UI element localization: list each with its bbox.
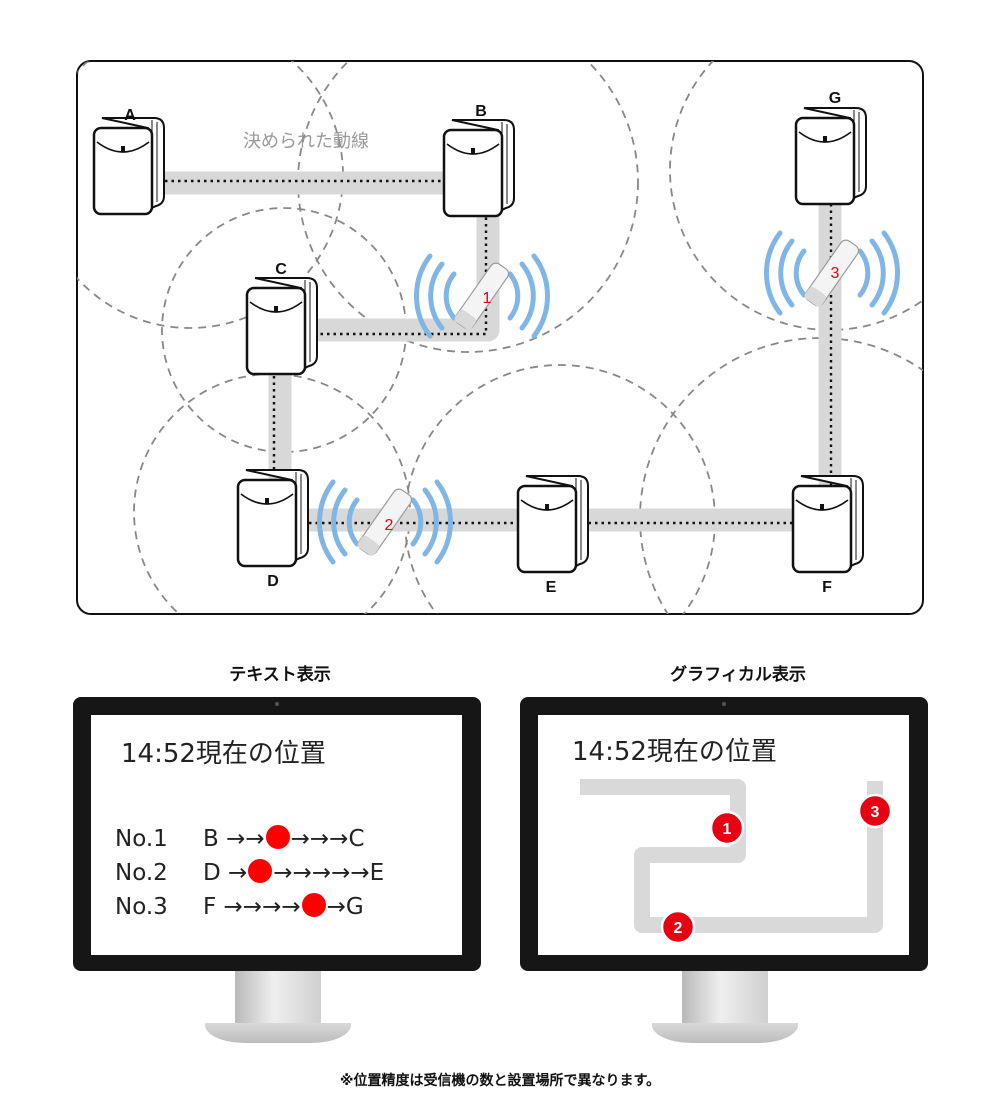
monitor-base — [205, 1023, 351, 1043]
route-after: →→→→→E — [273, 860, 385, 886]
marker-1-label: 1 — [723, 821, 732, 838]
receiver-d — [236, 468, 310, 568]
tag-row-1: No.1 B →→ →→→C — [115, 823, 365, 855]
graphical-display-title: グラフィカル表示 — [670, 665, 806, 685]
route-before: B →→ — [203, 826, 265, 852]
receiver-f — [791, 474, 865, 574]
tag-2 — [317, 479, 453, 565]
receiver-label-g: G — [829, 90, 841, 107]
receiver-label-b: B — [475, 103, 487, 120]
receiver-label-a: A — [124, 107, 136, 124]
tag-id: No.2 — [115, 860, 168, 886]
position-dot — [248, 859, 273, 883]
marker-3-label: 3 — [871, 804, 880, 821]
monitor-screen: 14:52現在の位置 1 2 3 — [538, 715, 909, 955]
monitor-bezel: 14:52現在の位置 No.1 B →→ →→→C No.2 D → →→→→→E No… — [73, 697, 481, 971]
marker-1: 1 — [709, 810, 745, 846]
monitor-bezel: 14:52現在の位置 1 2 3 — [520, 697, 928, 971]
marker-2: 2 — [660, 909, 696, 945]
route-after: →G — [326, 894, 364, 920]
monitor-base — [652, 1023, 798, 1043]
receiver-label-c: C — [275, 261, 287, 278]
tag-id: No.3 — [115, 894, 168, 920]
receiver-b — [442, 118, 516, 218]
route-map-path — [580, 779, 883, 933]
receiver-c — [245, 276, 319, 376]
position-dot — [265, 825, 290, 849]
route-after: →→→C — [290, 826, 365, 852]
position-dot — [301, 893, 326, 917]
tag-3 — [764, 230, 900, 316]
tag-number-2: 2 — [385, 517, 394, 534]
text-display-title: テキスト表示 — [229, 665, 331, 685]
receiver-a — [92, 116, 166, 216]
receiver-e — [516, 474, 590, 574]
tag-number-1: 1 — [483, 290, 492, 307]
receiver-label-d: D — [267, 573, 279, 590]
monitor-stand — [682, 971, 768, 1025]
tag-1 — [414, 253, 550, 339]
receiver-label-e: E — [546, 579, 557, 596]
receiver-label-f: F — [822, 579, 832, 596]
marker-2-label: 2 — [674, 920, 683, 937]
tag-row-2: No.2 D → →→→→→E — [115, 857, 384, 889]
current-time-label: 14:52現在の位置 — [121, 739, 326, 769]
route-before: F →→→→ — [203, 894, 301, 920]
route-map: 1 2 3 — [580, 779, 893, 945]
accuracy-footnote: ※位置精度は受信機の数と設置場所で異なります。 — [339, 1073, 661, 1089]
tag-number-3: 3 — [831, 265, 840, 282]
receiver-g — [794, 106, 868, 206]
current-time-label: 14:52現在の位置 — [572, 737, 777, 767]
layout-diagram: 決められた動線 A B C D E F G 1 2 3 — [76, 60, 924, 615]
tag-row-3: No.3 F →→→→ →G — [115, 891, 364, 923]
route-label: 決められた動線 — [243, 131, 369, 152]
route-before: D → — [203, 860, 248, 886]
marker-3: 3 — [857, 793, 893, 829]
monitor-stand — [235, 971, 321, 1025]
monitor-screen: 14:52現在の位置 No.1 B →→ →→→C No.2 D → →→→→→E No… — [91, 715, 462, 955]
tag-id: No.1 — [115, 826, 168, 852]
